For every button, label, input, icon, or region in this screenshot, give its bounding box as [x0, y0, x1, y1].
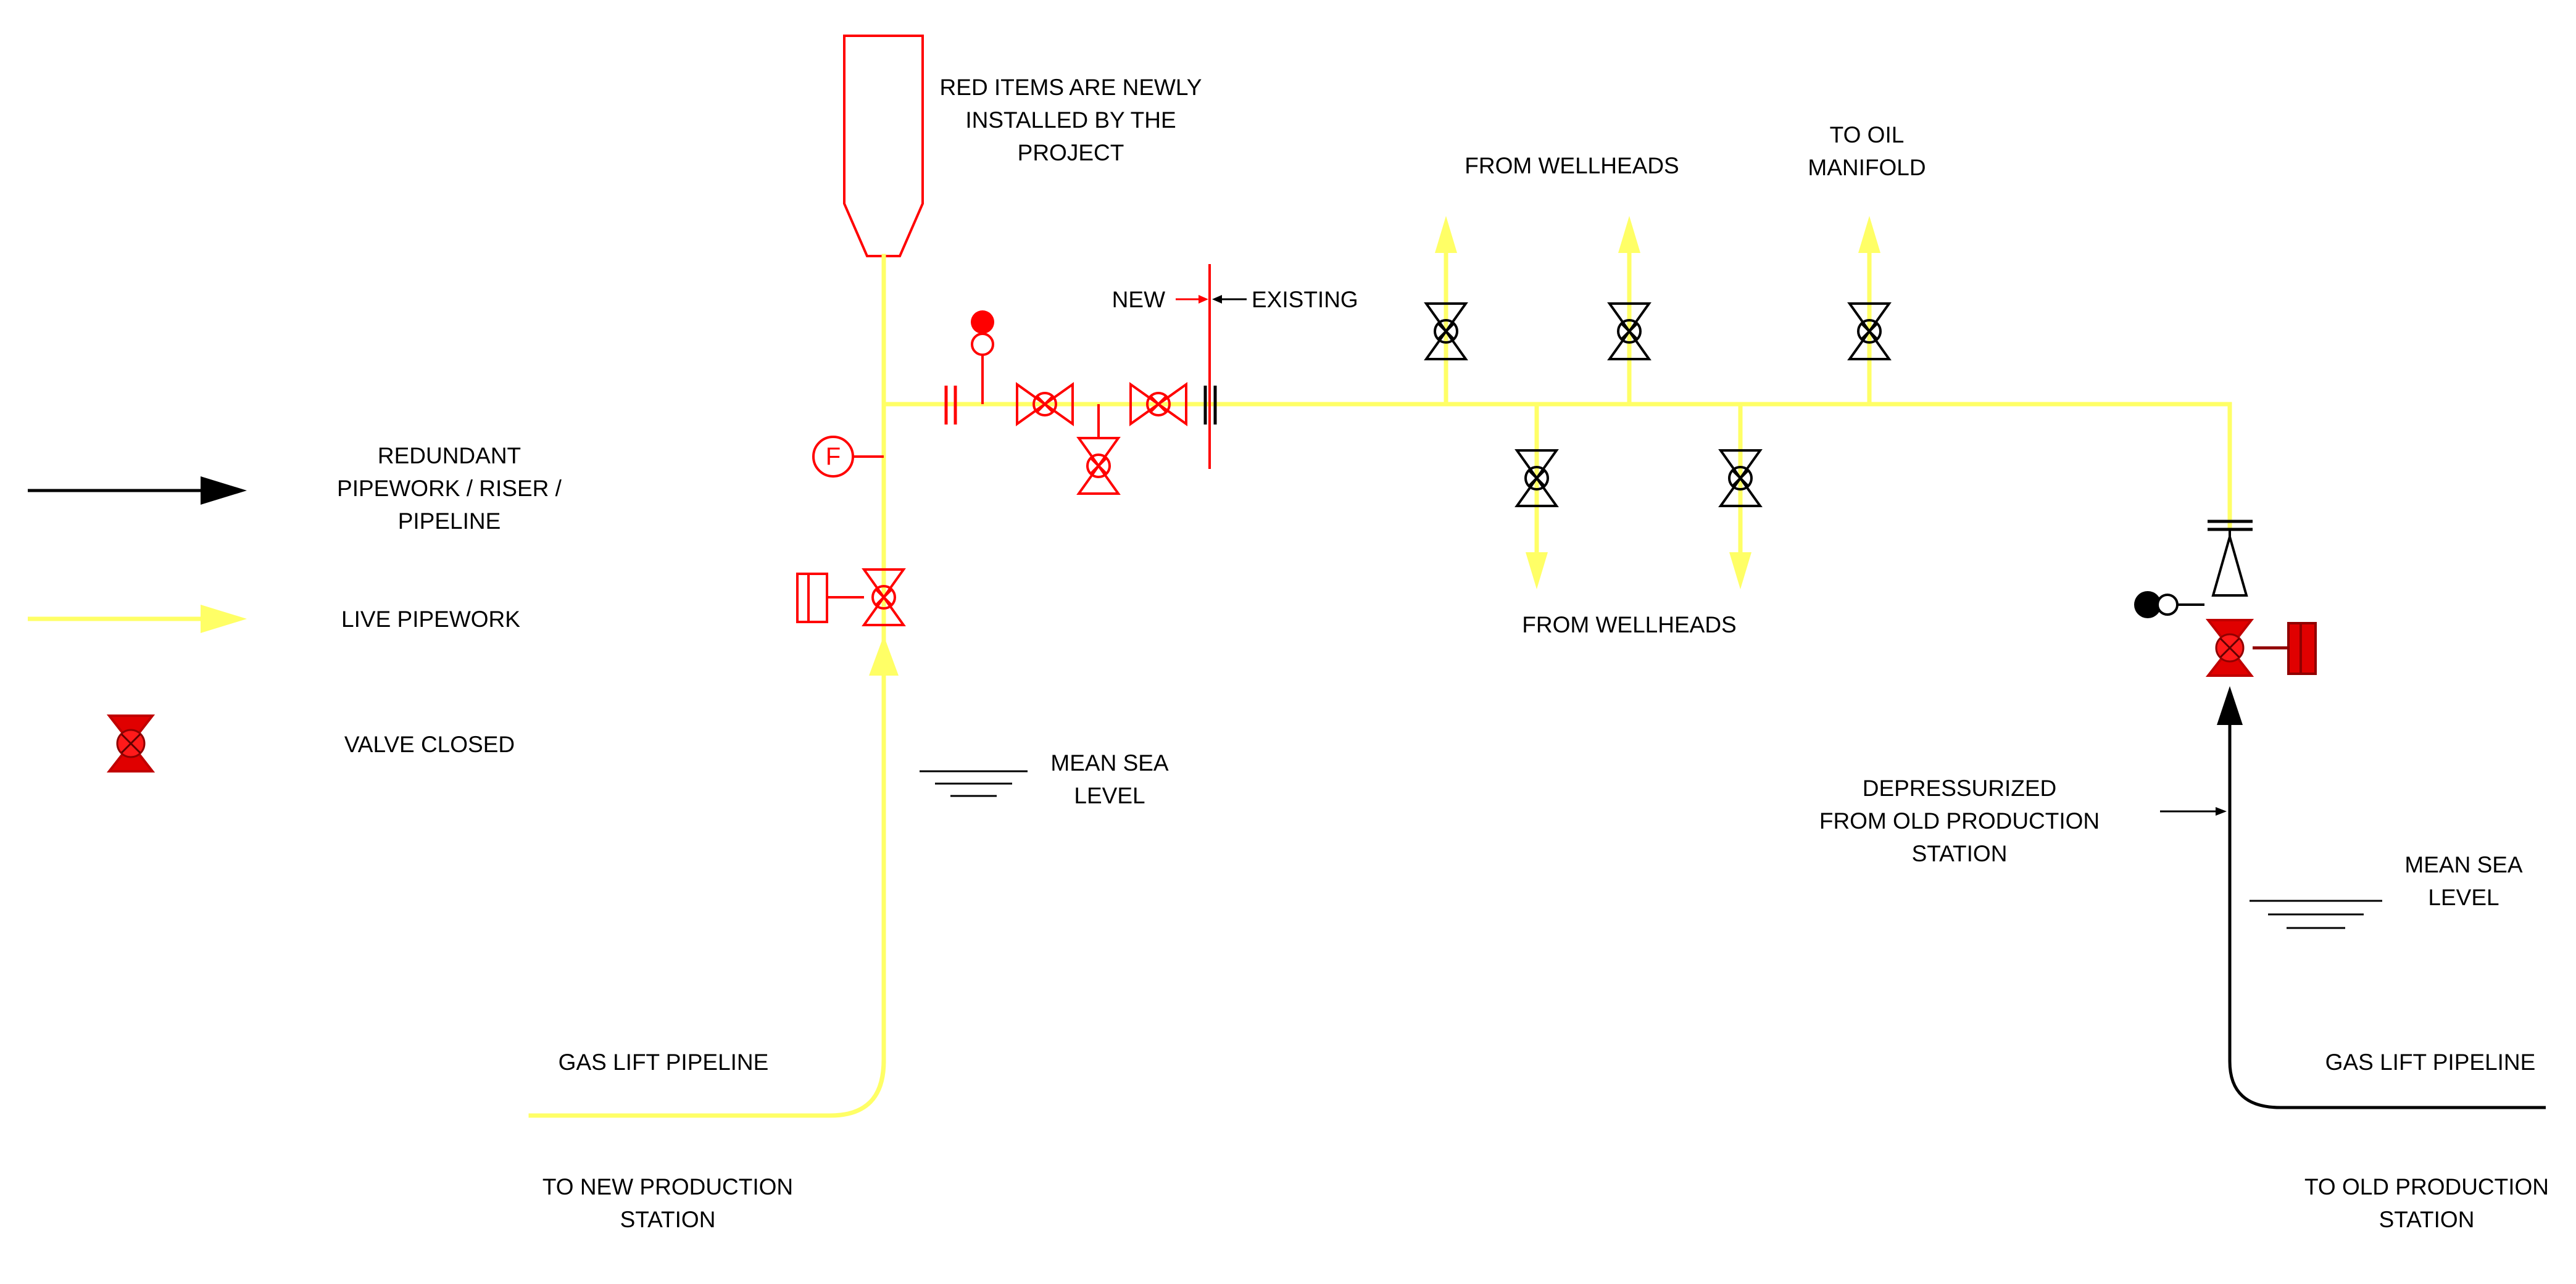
sea-level-symbol-left: [920, 770, 1028, 797]
legend-live-label: LIVE PIPEWORK: [341, 607, 520, 632]
flow-arrow-up-old-riser: [2217, 686, 2243, 725]
flow-arrow-down-wellhead-1: [1526, 552, 1548, 589]
from-wellheads-top-label: FROM WELLHEADS: [1465, 153, 1679, 178]
existing-label: EXISTING: [1252, 287, 1358, 312]
knockout-vessel: [843, 35, 924, 257]
gas-lift-pipeline-right-label: GAS LIFT PIPELINE: [2325, 1050, 2536, 1075]
legend-closed-label: VALVE CLOSED: [344, 732, 515, 757]
legend: [28, 476, 247, 772]
flow-arrow-up-main: [869, 636, 899, 676]
depressurized-label: DEPRESSURIZED FROM OLD PRODUCTION STATIO…: [1819, 776, 2100, 866]
mean-sea-level-left-label: MEAN SEA LEVEL: [1050, 750, 1169, 808]
flow-arrow-up-wellhead-2: [1618, 216, 1640, 253]
legend-closed-valve-icon: [108, 714, 154, 772]
mean-sea-level-right-label: MEAN SEA LEVEL: [2404, 852, 2523, 910]
old-production-side: [2134, 520, 2546, 1109]
to-new-production-station-label: TO NEW PRODUCTION STATION: [542, 1174, 794, 1232]
legend-live-arrow: [201, 605, 247, 633]
legend-redundant-label: REDUNDANT PIPEWORK / RISER / PIPELINE: [337, 443, 562, 534]
pressure-gauge-icon[interactable]: [971, 333, 994, 356]
reducer-icon: [2211, 532, 2248, 597]
red-items-note: RED ITEMS ARE NEWLY INSTALLED BY THE PRO…: [939, 75, 1202, 165]
indicator-dot-filled: [2134, 591, 2161, 618]
gas-lift-pipeline-left-label: GAS LIFT PIPELINE: [558, 1050, 769, 1075]
pressure-indicator-icon: [971, 310, 994, 334]
depressurized-pointer-arrow: [2216, 807, 2227, 816]
to-old-production-station-label: TO OLD PRODUCTION STATION: [2304, 1174, 2549, 1232]
flow-arrow-down-wellhead-2: [1729, 552, 1751, 589]
new-items: [796, 264, 1247, 626]
new-label: NEW: [1111, 287, 1165, 312]
live-pipework: [528, 244, 2232, 1118]
drain-valve[interactable]: [1078, 437, 1120, 495]
new-marker-arrow: [1199, 295, 1208, 304]
old-gas-lift-pipeline: [2228, 1061, 2546, 1109]
flow-meter-label: F: [825, 443, 841, 470]
legend-redundant-arrow: [201, 476, 247, 505]
riser-valve-actuator[interactable]: [796, 573, 828, 623]
sea-level-symbol-right: [2250, 900, 2382, 929]
to-oil-manifold-label: TO OIL MANIFOLD: [1808, 122, 1926, 180]
closed-riser-valve-icon[interactable]: [2207, 619, 2253, 677]
flow-arrow-up-wellhead-1: [1435, 216, 1457, 253]
from-wellheads-bottom-label: FROM WELLHEADS: [1522, 612, 1737, 637]
existing-marker-arrow: [1212, 295, 1222, 304]
indicator-dot-open: [2156, 594, 2179, 616]
flow-arrow-up-oil-manifold: [1858, 216, 1880, 253]
flow-meter-icon[interactable]: [812, 436, 854, 478]
